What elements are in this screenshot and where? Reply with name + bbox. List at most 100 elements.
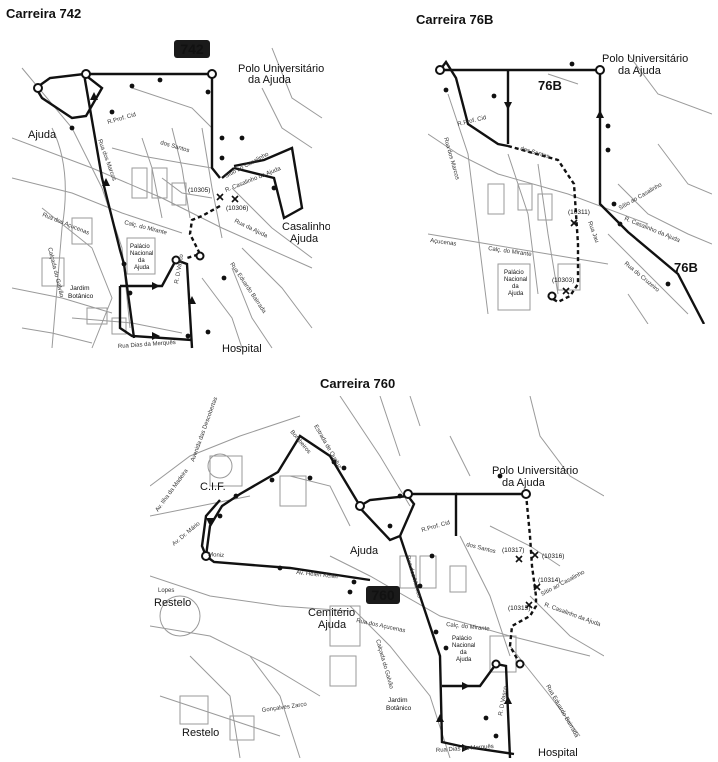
stop-code-10315: (10315): [508, 605, 530, 612]
label-palacio-4: Ajuda: [456, 657, 472, 663]
terminal-circle: [195, 251, 205, 261]
label-ajuda: Ajuda: [350, 545, 379, 557]
map-760[interactable]: 760 Polo Universitário da Ajuda C.I.F. A…: [150, 396, 604, 758]
street-label: R. D.Vasco: [498, 685, 509, 716]
street-label: dos Santos: [466, 542, 497, 555]
street-label: Calç. do Mirante: [446, 622, 491, 633]
stop-x-marks: [515, 551, 541, 609]
label-jardim-2: Botânico: [68, 293, 94, 300]
route-badge-text: 760: [371, 587, 395, 603]
label-jardim-2: Botânico: [386, 705, 412, 712]
street-label: R. D.Vasco: [174, 253, 185, 284]
label-cemiterio-1: Cemitério: [308, 607, 355, 619]
street-label: Rua Dias da Merquês: [436, 744, 494, 754]
route-76b-dashed: [507, 144, 580, 304]
direction-arrows: [504, 102, 604, 118]
label-palacio-3: da: [460, 650, 467, 656]
street-network: [428, 53, 712, 324]
direction-arrows: [90, 92, 196, 340]
route-badge-text: 742: [180, 41, 204, 57]
label-polo-1: Polo Universitário: [238, 63, 324, 75]
bus-stops: [443, 61, 671, 287]
street-label: Rua Dias da Merquês: [118, 340, 176, 350]
label-polo-2: da Ajuda: [618, 65, 662, 77]
route-760: [200, 434, 526, 758]
panel-title-76b: Carreira 76B: [416, 12, 494, 27]
stop-x-marks: [216, 193, 239, 203]
label-palacio-1: Palácio: [452, 636, 472, 642]
terminal-circle: [435, 65, 445, 75]
route-badge-text: 76B: [538, 78, 562, 93]
street-label: Lopes: [158, 588, 174, 594]
label-palacio-1: Palácio: [130, 244, 150, 250]
label-hospital: Hospital: [222, 343, 262, 355]
street-label: Rua do Cruzeiro: [623, 261, 661, 294]
terminal-circle: [81, 69, 91, 79]
stop-code-10303: (10303): [552, 277, 574, 284]
label-polo-2: da Ajuda: [502, 477, 546, 489]
label-casalinho-1: Casalinho: [282, 221, 330, 233]
route-badge-text-2: 76B: [674, 260, 698, 275]
street-label: Rua da Ajuda: [233, 218, 269, 239]
street-label: Av. Helen Keller: [296, 570, 339, 580]
street-label: Calçada do Galvão: [46, 247, 64, 299]
street-label: Açucenas: [430, 238, 457, 248]
street-label: Rua dos Marcos: [404, 555, 422, 599]
label-polo-1: Polo Universitário: [602, 53, 688, 65]
terminal-circle: [491, 659, 501, 669]
panel-title-760: Carreira 760: [320, 376, 396, 391]
terminal-circle: [521, 489, 531, 499]
street-label: Rua dos Açucenas: [356, 618, 406, 634]
label-palacio-1: Palácio: [504, 270, 524, 276]
route-742-dashed: [186, 204, 221, 260]
label-palacio-2: Nacional: [504, 277, 527, 283]
street-label: dos Santos: [519, 146, 550, 160]
terminal-circle: [403, 489, 413, 499]
street-label: R. Casalinho da Ajuda: [543, 602, 601, 628]
street-label: R. Casalinho da Ajuda: [623, 216, 681, 244]
street-label: Av. Dr. Mário: [171, 521, 202, 548]
label-palacio-2: Nacional: [130, 251, 153, 257]
panel-title-742: Carreira 742: [6, 6, 82, 21]
street-network: [150, 396, 604, 758]
label-polo-1: Polo Universitário: [492, 465, 578, 477]
map-742[interactable]: 742 Polo Universitário da Ajuda Ajuda Ca…: [12, 28, 330, 358]
label-palacio-2: Nacional: [452, 643, 475, 649]
label-palacio-3: da: [512, 284, 519, 290]
label-palacio-3: da: [138, 258, 145, 264]
label-jardim-1: Jardim: [70, 285, 90, 292]
street-label: Gonçalves Zarco: [261, 702, 307, 714]
terminal-circle: [515, 659, 525, 669]
route-76b: [439, 59, 706, 324]
street-network: [12, 47, 323, 349]
label-cif: C.I.F.: [200, 481, 226, 493]
label-polo-2: da Ajuda: [248, 74, 292, 86]
street-label: Av. Ilha da Madeira: [155, 468, 190, 513]
label-hospital: Hospital: [538, 747, 578, 758]
terminal-circle: [171, 255, 181, 265]
street-label: Rua dos Marcos: [442, 137, 460, 181]
terminal-circle: [207, 69, 217, 79]
label-palacio-4: Ajuda: [508, 291, 524, 297]
label-casalinho-2: Ajuda: [290, 233, 319, 245]
street-label: Rua Eduardo Bairrada: [544, 684, 579, 739]
label-cemiterio-2: Ajuda: [318, 619, 347, 631]
stop-code-10314: (10314): [538, 577, 560, 584]
stop-code-10305: (10305): [188, 187, 210, 194]
stop-x-marks: [562, 219, 578, 295]
bus-stops: [69, 77, 277, 339]
terminal-circle: [33, 83, 43, 93]
route-760-dashed: [508, 493, 538, 665]
street-label: Moniz: [208, 552, 224, 559]
map-76b[interactable]: 76B 76B Polo Universitário da Ajuda Palá…: [428, 34, 712, 324]
stop-code-10317: (10317): [502, 547, 524, 554]
terminal-circle: [201, 551, 211, 561]
street-label: Avenida das Descobertas: [190, 396, 219, 462]
stop-code-10316: (10316): [542, 553, 564, 560]
stop-code-10311: (10311): [568, 209, 590, 216]
bus-stops: [217, 459, 503, 739]
terminal-circle: [595, 65, 605, 75]
label-jardim-1: Jardim: [388, 697, 408, 704]
terminal-circle: [355, 501, 365, 511]
street-label: R.Prof. Cid: [421, 520, 451, 534]
